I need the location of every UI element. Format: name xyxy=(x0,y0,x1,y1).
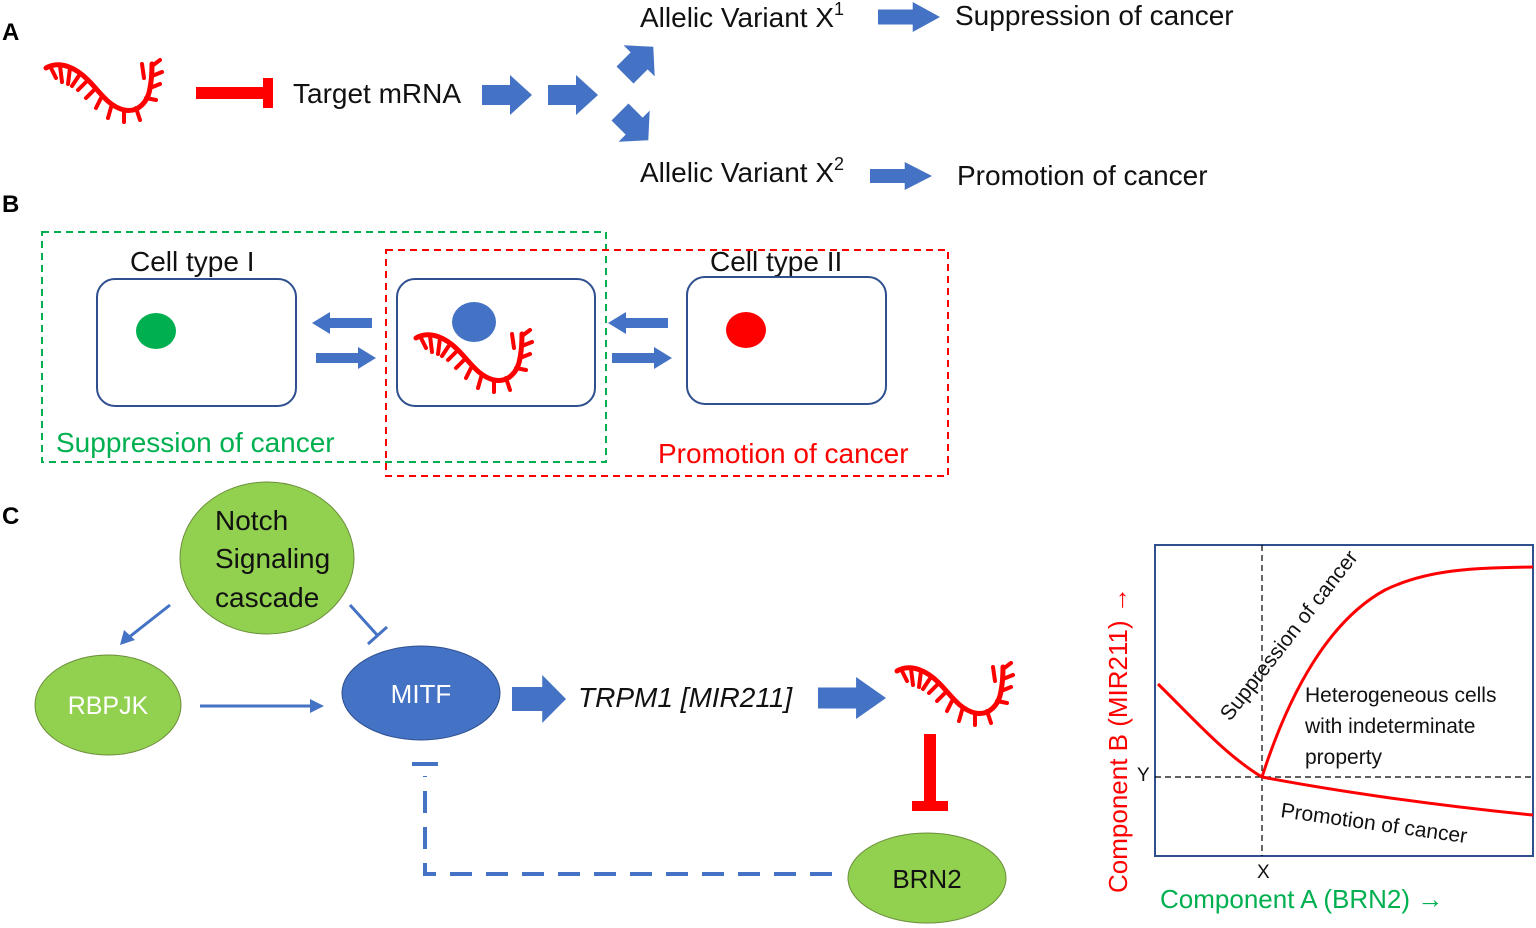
target-mrna-label: Target mRNA xyxy=(293,78,461,109)
cell-type-1-label: Cell type I xyxy=(130,246,255,277)
left-arrow-icon xyxy=(608,312,668,334)
block-arrow-icon xyxy=(548,75,598,115)
brn2-label: BRN2 xyxy=(892,864,961,894)
branch-down-arrow-icon xyxy=(611,103,650,142)
notch-node xyxy=(179,481,355,635)
heterogeneous-label-line2: with indeterminate xyxy=(1304,715,1475,738)
activation-arrow-icon xyxy=(120,603,171,645)
left-curve xyxy=(1156,682,1263,779)
suppression-region xyxy=(41,231,607,463)
graph-frame xyxy=(1154,544,1534,857)
mitf-label: MITF xyxy=(391,679,452,709)
rbpjk-node xyxy=(34,654,182,756)
allelic-variant-1-text: Allelic Variant X xyxy=(640,2,834,33)
block-arrow-icon xyxy=(512,675,566,723)
right-arrow-icon xyxy=(612,347,672,369)
intermediate-cell-box xyxy=(396,278,596,407)
allelic-variant-1-sup: 1 xyxy=(834,0,844,19)
mirna-icon-c xyxy=(897,663,1013,725)
panel-label-a: A xyxy=(2,19,19,46)
promotion-curve xyxy=(1261,775,1534,817)
suppression-label-b: Suppression of cancer xyxy=(56,427,335,458)
activation-arrow-icon xyxy=(200,699,324,713)
mitf-node xyxy=(341,645,501,741)
block-arrow-icon xyxy=(482,75,532,115)
branch-up-arrow-icon xyxy=(616,45,655,84)
x-tick-label: X xyxy=(1257,862,1270,883)
phase-graph: Suppression of cancer Promotion of cance… xyxy=(1103,544,1534,914)
panel-label-b: B xyxy=(2,191,19,218)
promotion-label-a: Promotion of cancer xyxy=(957,160,1208,191)
y-axis-label: Component B (MIR211) → xyxy=(1103,587,1133,893)
trpm1-label: TRPM1 [MIR211] xyxy=(578,682,793,713)
notch-label-line3: cascade xyxy=(215,582,319,613)
cell-type-2-label: Cell type II xyxy=(710,246,842,277)
cell-type-1-box xyxy=(96,278,297,407)
cell-type-2-box xyxy=(686,276,887,405)
promotion-label-b: Promotion of cancer xyxy=(658,438,909,469)
notch-label-line2: Signaling xyxy=(215,543,330,574)
inhibition-icon-a xyxy=(196,78,273,108)
left-arrow-icon xyxy=(312,312,372,334)
block-arrow-icon xyxy=(878,2,940,32)
green-nucleus xyxy=(136,313,176,349)
inhibition-line-icon xyxy=(348,603,389,646)
mirna-icon-a xyxy=(46,60,162,122)
dashed-inhibition-icon xyxy=(412,762,832,876)
notch-label-line1: Notch xyxy=(215,505,288,536)
rbpjk-label: RBPJK xyxy=(68,692,149,720)
heterogeneous-label-line1: Heterogeneous cells xyxy=(1305,684,1496,707)
panel-label-c: C xyxy=(2,503,19,530)
block-arrow-icon xyxy=(818,677,886,719)
right-arrow-icon xyxy=(316,347,376,369)
promotion-region xyxy=(385,249,949,477)
inhibition-icon-c xyxy=(912,734,948,811)
red-nucleus xyxy=(726,312,766,348)
suppression-label-a: Suppression of cancer xyxy=(955,0,1234,31)
heterogeneous-label-line3: property xyxy=(1305,746,1383,769)
allelic-variant-1-label: Allelic Variant X1 xyxy=(640,0,844,33)
x-axis-label: Component A (BRN2) → xyxy=(1160,884,1443,914)
block-arrow-icon xyxy=(870,162,932,190)
suppression-curve xyxy=(1260,565,1534,778)
allelic-variant-2-sup: 2 xyxy=(834,154,844,174)
allelic-variant-2-text: Allelic Variant X xyxy=(640,157,834,188)
blue-nucleus xyxy=(452,302,496,342)
brn2-node xyxy=(847,832,1007,924)
allelic-variant-2-label: Allelic Variant X2 xyxy=(640,154,844,188)
y-tick-label: Y xyxy=(1137,765,1150,786)
